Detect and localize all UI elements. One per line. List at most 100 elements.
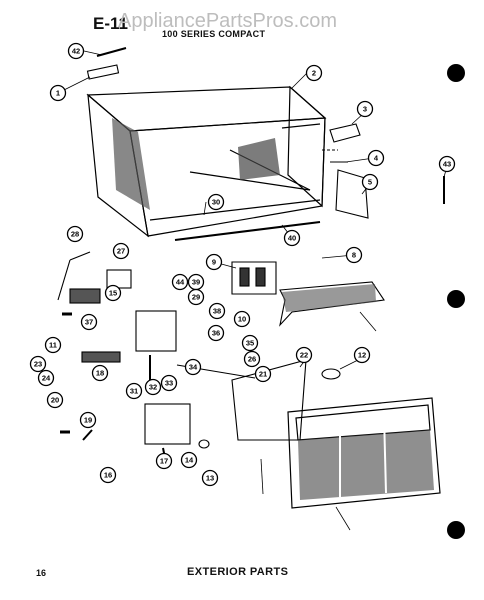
callout-number: 40 <box>288 234 296 243</box>
callout-number: 39 <box>192 278 200 287</box>
callout-34: 34 <box>184 358 202 376</box>
callout-number: 19 <box>84 416 92 425</box>
callout-28: 28 <box>66 225 84 243</box>
callout-circle <box>361 173 379 191</box>
callout-number: 30 <box>212 198 220 207</box>
watermark: AppliancePartsPros.com <box>118 10 337 32</box>
callout-23: 23 <box>29 355 47 373</box>
callout-circle <box>305 64 323 82</box>
callout-circle <box>207 324 225 342</box>
callout-14: 14 <box>180 451 198 469</box>
callout-number: 28 <box>71 230 79 239</box>
callout-circle <box>241 334 259 352</box>
callout-24: 24 <box>37 369 55 387</box>
callout-27: 27 <box>112 242 130 260</box>
punch-hole-top <box>447 64 465 82</box>
page-number: 16 <box>36 568 47 578</box>
callout-number: 2 <box>312 69 316 78</box>
callout-number: 24 <box>42 374 51 383</box>
callout-circle <box>91 364 109 382</box>
callout-circle <box>180 451 198 469</box>
callout-20: 20 <box>46 391 64 409</box>
callout-number: 10 <box>238 315 246 324</box>
callout-circle <box>37 369 55 387</box>
callout-38: 38 <box>208 302 226 320</box>
callout-number: 29 <box>192 293 200 302</box>
callout-circle <box>160 374 178 392</box>
callout-circle <box>207 193 225 211</box>
callout-29: 29 <box>187 288 205 306</box>
callout-32: 32 <box>144 378 162 396</box>
callout-number: 1 <box>56 89 60 98</box>
callout-circle <box>353 346 371 364</box>
callout-number: 37 <box>85 318 93 327</box>
callout-number: 35 <box>246 339 254 348</box>
callout-number: 13 <box>206 474 214 483</box>
callout-circle <box>184 358 202 376</box>
callout-42: 42 <box>67 42 85 60</box>
callout-31: 31 <box>125 382 143 400</box>
callout-circle <box>67 42 85 60</box>
callout-number: 17 <box>160 457 168 466</box>
callout-number: 20 <box>51 396 59 405</box>
callout-39: 39 <box>187 273 205 291</box>
callout-40: 40 <box>283 229 301 247</box>
callout-number: 22 <box>300 351 308 360</box>
punch-hole-bottom <box>447 521 465 539</box>
cabinet <box>86 85 327 241</box>
diagram-series: 100 SERIES COMPACT <box>162 29 266 39</box>
callout-circle <box>44 336 62 354</box>
callout-circle <box>205 253 223 271</box>
callout-circle <box>345 246 363 264</box>
callout-circle <box>99 466 117 484</box>
callout-10: 10 <box>233 310 251 328</box>
callout-number: 34 <box>189 363 198 372</box>
callout-circle <box>283 229 301 247</box>
callout-circle <box>66 225 84 243</box>
callout-number: 31 <box>130 387 138 396</box>
callout-circle <box>295 346 313 364</box>
callout-number: 11 <box>49 341 57 350</box>
callout-2: 2 <box>305 64 323 82</box>
callout-circle <box>233 310 251 328</box>
callout-circle <box>80 313 98 331</box>
callout-16: 16 <box>99 466 117 484</box>
callout-circle <box>29 355 47 373</box>
callout-35: 35 <box>241 334 259 352</box>
callout-number: 44 <box>176 278 185 287</box>
callout-36: 36 <box>207 324 225 342</box>
callout-number: 36 <box>212 329 220 338</box>
callout-13: 13 <box>201 469 219 487</box>
callout-18: 18 <box>91 364 109 382</box>
callout-number: 27 <box>117 247 125 256</box>
callout-number: 23 <box>34 360 42 369</box>
callout-number: 16 <box>104 471 112 480</box>
callout-15: 15 <box>104 284 122 302</box>
punch-hole-middle <box>447 290 465 308</box>
callout-number: 43 <box>443 160 451 169</box>
callout-circle <box>208 302 226 320</box>
callout-22: 22 <box>295 346 313 364</box>
front-grille <box>287 397 441 509</box>
callout-number: 42 <box>72 47 80 56</box>
callout-12: 12 <box>353 346 371 364</box>
callout-circle <box>254 365 272 383</box>
callout-circle <box>49 84 67 102</box>
callout-circle <box>367 149 385 167</box>
callout-26: 26 <box>243 350 261 368</box>
callout-number: 33 <box>165 379 173 388</box>
callout-3: 3 <box>356 100 374 118</box>
section-title: EXTERIOR PARTS <box>187 566 289 578</box>
callout-33: 33 <box>160 374 178 392</box>
callout-circle <box>104 284 122 302</box>
callout-circle <box>171 273 189 291</box>
callout-1: 1 <box>49 84 67 102</box>
callout-11: 11 <box>44 336 62 354</box>
callout-number: 9 <box>212 258 216 267</box>
callout-circle <box>112 242 130 260</box>
callout-44: 44 <box>171 273 189 291</box>
callout-number: 8 <box>352 251 356 260</box>
